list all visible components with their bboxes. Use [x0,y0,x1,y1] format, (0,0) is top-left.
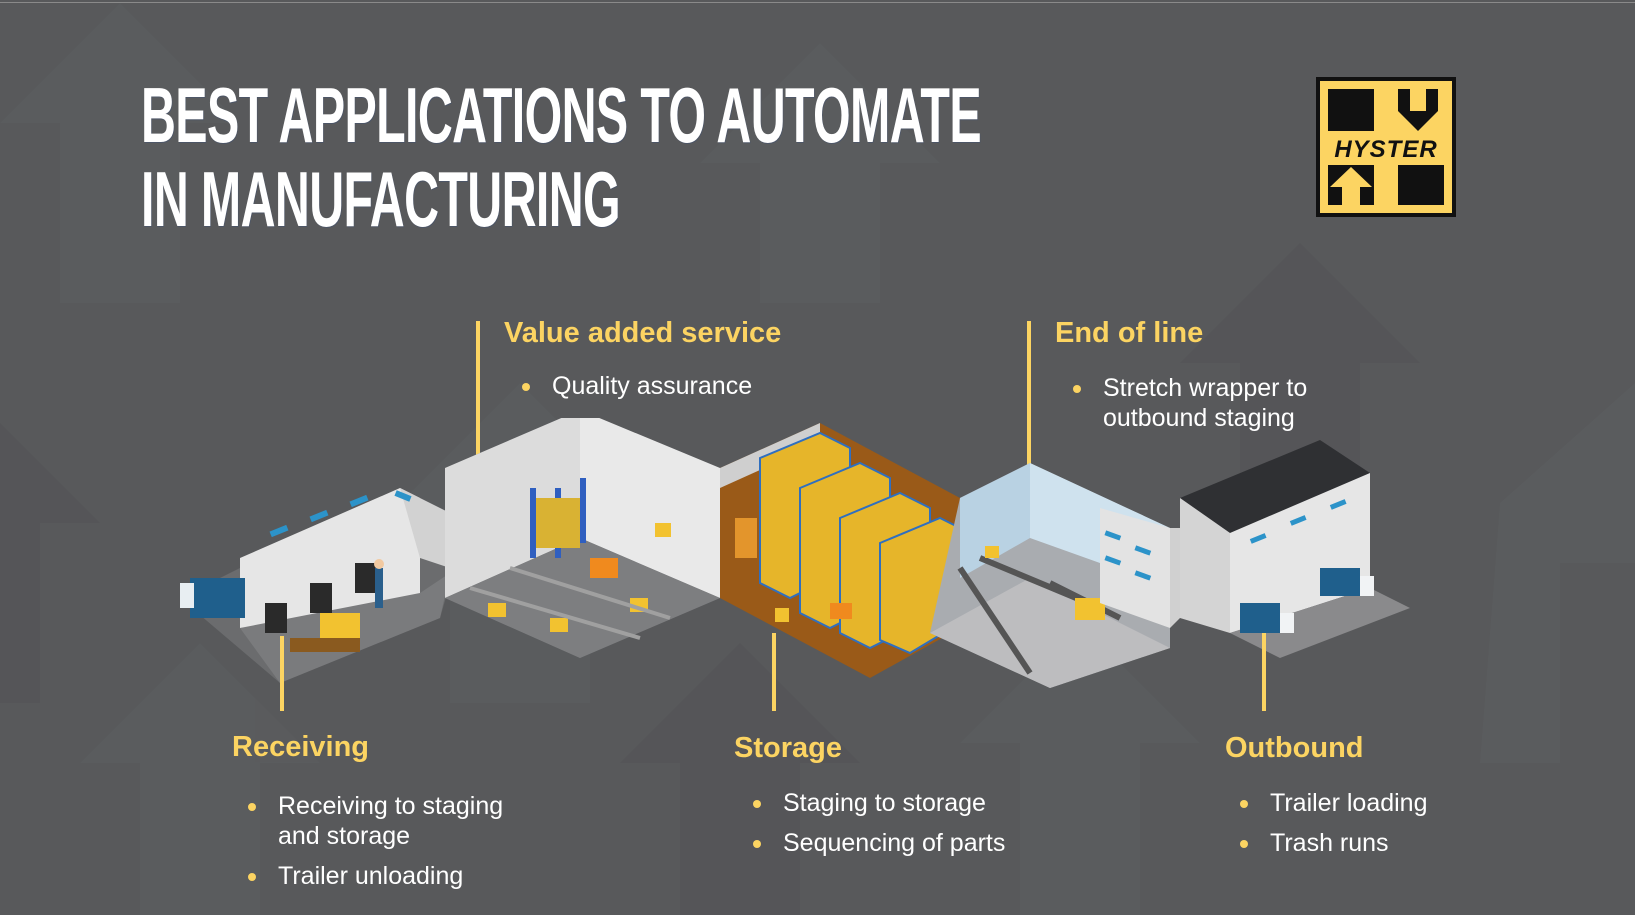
background-pattern [0,3,1635,915]
bullet-dot-icon [1240,840,1248,848]
storage-connector-line [772,633,776,711]
title-line-2: IN MANUFACTURING [141,155,621,243]
bullet-dot-icon [522,383,530,391]
end-of-line-bullets: Stretch wrapper to outbound staging [1073,373,1323,443]
outbound-bullet-1: Trailer loading [1240,788,1500,818]
receiving-title: Receiving [232,731,369,763]
bullet-dot-icon [753,840,761,848]
storage-bullets: Staging to storage Sequencing of parts [753,788,1073,868]
storage-bullet-2: Sequencing of parts [753,828,1073,858]
title-line-1: BEST APPLICATIONS TO AUTOMATE [141,71,982,159]
value-added-connector-line [476,321,480,517]
logo-text: HYSTER [1334,136,1437,163]
storage-title: Storage [734,732,842,764]
outbound-connector-line [1262,633,1266,711]
receiving-bullets: Receiving to staging and storage Trailer… [248,791,548,901]
end-of-line-title: End of line [1055,317,1204,349]
hyster-logo-icon: HYSTER [1316,77,1456,217]
storage-area [720,423,961,678]
outbound-building [1100,440,1410,658]
receiving-building [180,488,460,683]
warehouse-flow-illustration [180,418,1410,688]
outbound-bullet-2: Trash runs [1240,828,1500,858]
end-of-line-connector-line [1027,321,1031,517]
bullet-dot-icon [753,800,761,808]
storage-bullet-1: Staging to storage [753,788,1073,818]
value-added-title: Value added service [504,317,782,349]
receiving-bullet-2: Trailer unloading [248,861,548,891]
value-added-area [445,418,720,658]
receiving-connector-line [280,636,284,711]
value-added-bullet-1: Quality assurance [522,371,822,401]
receiving-bullet-1: Receiving to staging and storage [248,791,548,851]
end-of-line-bullet-1: Stretch wrapper to outbound staging [1073,373,1323,433]
value-added-bullets: Quality assurance [522,371,822,411]
bullet-dot-icon [248,803,256,811]
outbound-title: Outbound [1225,732,1364,764]
page-title: BEST APPLICATIONS TO AUTOMATE IN MANUFAC… [141,71,982,243]
bullet-dot-icon [1240,800,1248,808]
outbound-bullets: Trailer loading Trash runs [1240,788,1500,868]
bullet-dot-icon [248,873,256,881]
bullet-dot-icon [1073,385,1081,393]
